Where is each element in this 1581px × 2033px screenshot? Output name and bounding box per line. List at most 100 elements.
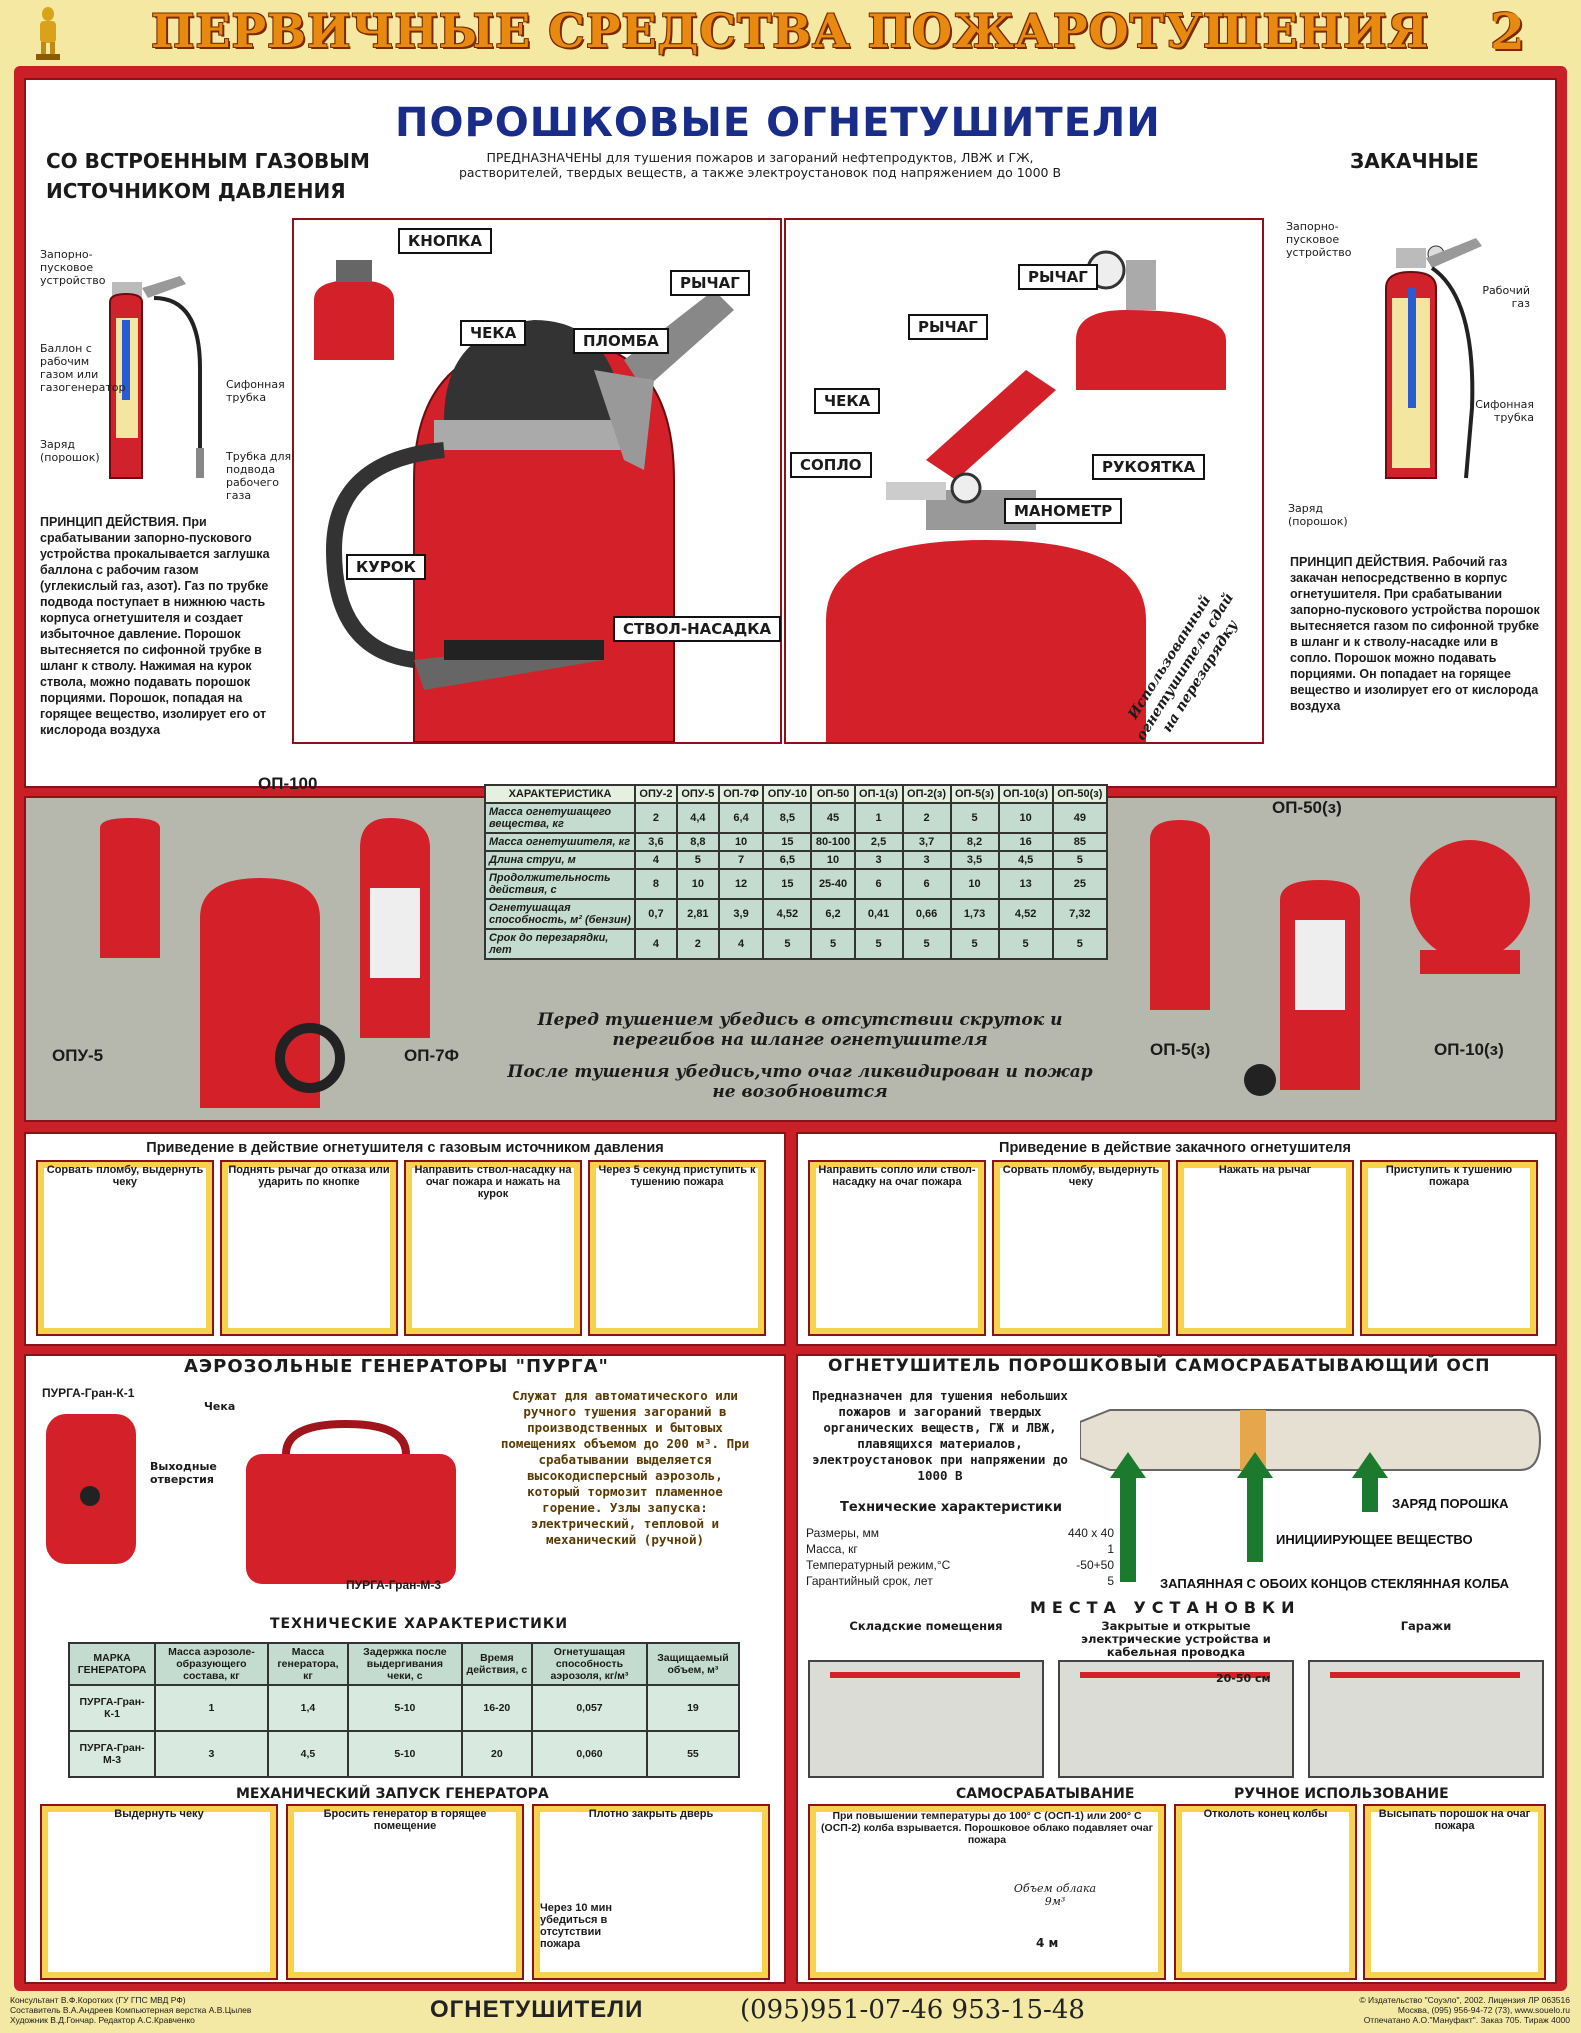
gen-cell: 1,4: [266, 1684, 350, 1732]
extinguisher-head-drawing: [314, 260, 734, 743]
stored-step-inner: [816, 1168, 978, 1328]
spec-cell: 6,2: [810, 898, 856, 930]
spec-header-cell: ОП-10(з): [997, 784, 1054, 804]
label-aerosol-pin: Чека: [204, 1400, 236, 1413]
callout-pin-b: ЧЕКА: [814, 388, 881, 414]
page-title: ПЕРВИЧНЫЕ СРЕДСТВА ПОЖАРОТУШЕНИЯ: [150, 4, 1430, 58]
aerosol-tech-title: ТЕХНИЧЕСКИЕ ХАРАКТЕРИСТИКИ: [270, 1616, 569, 1632]
spec-row-label: Масса огнетушителя, кг: [484, 832, 636, 852]
callout-seal: ПЛОМБА: [573, 328, 669, 354]
spec-cell: 10: [810, 850, 856, 870]
gas-source-step-text: Через 5 секунд приступить к тушению пожа…: [598, 1164, 756, 1188]
credit-artist: Художник В.Д.Гончар. Редактор А.С.Кравче…: [10, 2015, 195, 2025]
stored-step-text: Сорвать пломбу, выдернуть чеку: [1002, 1164, 1160, 1188]
gen-cell: 5-10: [347, 1684, 463, 1732]
launch-step-text: Через 10 мин убедиться в отсутствии пожа…: [540, 1902, 613, 1950]
gas-source-activation-title: Приведение в действие огнетушителя с газ…: [146, 1140, 664, 1156]
osp-spec-value: 440 х 40: [1067, 1526, 1114, 1540]
label-valve-right: Запорно-пусковое устройство: [1286, 220, 1352, 259]
gas-source-step-inner: [596, 1168, 758, 1328]
spec-row-label: Срок до перезарядки, лет: [484, 928, 636, 960]
callout-lever-b1: РЫЧАГ: [1018, 264, 1098, 290]
stored-pressure-cutaway-diagram: [1385, 238, 1482, 479]
launch-step: Выдернуть чеку: [40, 1804, 278, 1980]
spec-cell: 4: [717, 928, 765, 960]
spec-cell: 2: [675, 928, 720, 960]
stored-step-text: Направить сопло или ствол-насадку на оча…: [818, 1164, 976, 1188]
extinguishers-group-right: [1150, 820, 1530, 1096]
launch-step: Бросить генератор в горящее помещение: [286, 1804, 524, 1980]
osp-spec-key: Размеры, мм: [806, 1526, 880, 1540]
gen-cell: 16-20: [460, 1684, 534, 1732]
stored-pressure-extinguisher-picture: [784, 218, 1264, 744]
stored-activation-title: Приведение в действие закачного огнетуши…: [999, 1140, 1351, 1156]
manual-step: Отколоть конец колбы: [1174, 1804, 1357, 1980]
osp-tech-title: Технические характеристики: [840, 1500, 1062, 1515]
gas-source-step-inner: [228, 1168, 390, 1328]
spec-cell: 10: [997, 802, 1054, 834]
label-valve-left: Запорно-пусковое устройство: [40, 248, 106, 287]
label-siphon-right: Сифонная трубка: [1475, 398, 1534, 424]
footer-phones: (095)951-07-46 953-15-48: [740, 1995, 1085, 2025]
spec-cell: 25-40: [810, 868, 856, 900]
spec-cell: 5: [949, 802, 1000, 834]
spec-cell: 12: [717, 868, 765, 900]
spec-cell: 4,52: [762, 898, 813, 930]
osp-spec-row: Температурный режим,°С-50+50: [806, 1558, 1114, 1572]
callout-lever-b2: РЫЧАГ: [908, 314, 988, 340]
stored-step-text: Нажать на рычаг: [1218, 1164, 1312, 1176]
launch-step-inner: [540, 1812, 762, 1972]
spec-cell: 4,4: [675, 802, 720, 834]
spec-cell: 13: [997, 868, 1054, 900]
manual-step-inner: [1182, 1812, 1349, 1972]
gen-cell: 20: [460, 1730, 534, 1778]
gas-source-step: Сорвать пломбу, выдернуть чеку: [36, 1160, 214, 1336]
spec-cell: 8,5: [762, 802, 813, 834]
spec-header-cell: ОП-7Ф: [717, 784, 765, 804]
stored-step-inner: [1368, 1168, 1530, 1328]
label-op100: ОП-100: [258, 774, 318, 793]
self-activation-text: При повышении температуры до 100° С (ОСП…: [821, 1810, 1153, 1846]
gen-header-cell: Время действия, с: [460, 1642, 534, 1686]
credit-consultant: Консультант В.Ф.Коротких (ГУ ГПС МВД РФ): [10, 1995, 186, 2005]
distance-label: 20-50 см: [1216, 1672, 1271, 1685]
spec-cell: 4: [634, 850, 678, 870]
label-charge-right: Заряд (порошок): [1288, 502, 1348, 528]
callout-button: КНОПКА: [398, 228, 492, 254]
spec-cell: 8: [634, 868, 678, 900]
label-working-gas: Рабочий газ: [1482, 284, 1530, 310]
place-illustration: [1308, 1660, 1544, 1778]
spec-cell: 15: [762, 868, 813, 900]
place-label: Закрытые и открытые электрические устрой…: [1081, 1619, 1271, 1659]
spec-header-cell: ОП-50(з): [1051, 784, 1109, 804]
heat-strip: [1330, 1672, 1520, 1678]
label-op10z: ОП-10(з): [1434, 1040, 1504, 1059]
footer-logo: ОГНЕТУШИТЕЛИ: [430, 1996, 644, 2023]
heat-strip: [830, 1672, 1020, 1678]
spec-cell: 16: [997, 832, 1054, 852]
stored-step: Приступить к тушению пожара: [1360, 1160, 1538, 1336]
gen-cell: 19: [645, 1684, 741, 1732]
note-hose: Перед тушением убедись в отсутствии скру…: [537, 1010, 1063, 1050]
stored-step-inner: [1184, 1168, 1346, 1328]
spec-cell: 8,8: [675, 832, 720, 852]
principle-left: ПРИНЦИП ДЕЙСТВИЯ. При срабатывании запор…: [40, 515, 270, 737]
gas-source-step-inner: [412, 1168, 574, 1328]
osp-spec-row: Размеры, мм 440 х 40: [806, 1526, 1114, 1540]
spec-header-cell: ОП-50: [810, 784, 856, 804]
spec-cell: 6: [853, 868, 904, 900]
spec-cell: 3,6: [634, 832, 678, 852]
stored-step-inner: [1000, 1168, 1162, 1328]
gas-source-step: Поднять рычаг до отказа или ударить по к…: [220, 1160, 398, 1336]
spec-cell: 3,5: [949, 850, 1000, 870]
